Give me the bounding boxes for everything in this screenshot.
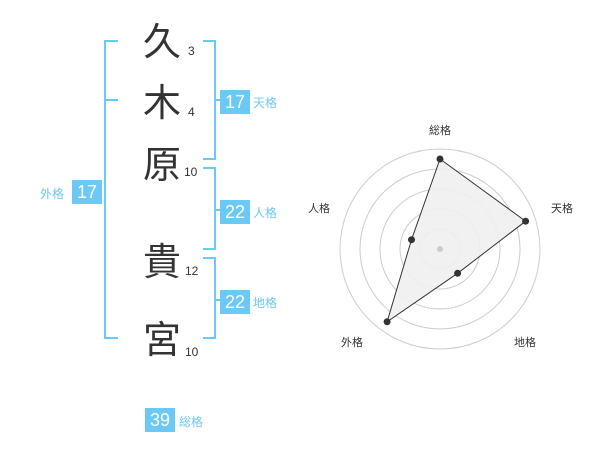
radar-points [383, 155, 530, 326]
radar-polygon [386, 158, 527, 324]
gaikaku-label: 外格 [40, 187, 65, 201]
radar-label-tenkaku: 天格 [551, 201, 573, 215]
radar-point-1 [522, 217, 530, 225]
jinkaku-score: 22 [220, 200, 250, 224]
soukaku-label: 総格 [179, 415, 204, 429]
radar-center-dot [437, 246, 443, 252]
name-char-1: 久 [142, 20, 181, 64]
name-char-5: 宮 [142, 318, 181, 362]
radar-point-3 [383, 318, 391, 326]
chikaku-bracket [203, 257, 216, 339]
name-char-2: 木 [142, 81, 181, 125]
radar-label-soukaku: 総格 [429, 123, 451, 137]
chikaku-score: 22 [220, 290, 250, 314]
radar-label-jinkaku: 人格 [308, 201, 330, 215]
name-char-3: 原 [142, 143, 181, 187]
radar-point-2 [454, 269, 462, 277]
radar-ring-5 [339, 148, 541, 350]
soukaku-score: 39 [145, 408, 175, 432]
radar-label-chikaku: 地格 [514, 335, 536, 349]
jinkaku-bracket [203, 167, 216, 250]
tenkaku-label: 天格 [253, 96, 278, 110]
jinkaku-label: 人格 [253, 206, 278, 220]
name-char-4: 貴 [142, 240, 181, 284]
chikaku-label: 地格 [253, 296, 278, 310]
stroke-count-3: 10 [184, 165, 198, 179]
stroke-count-5: 10 [185, 345, 199, 359]
gaikaku-bracket [104, 40, 118, 339]
radar-point-0 [436, 155, 444, 163]
tenkaku-score: 17 [220, 90, 250, 114]
radar-point-4 [408, 236, 415, 244]
stroke-count-1: 3 [188, 44, 195, 58]
gaikaku-score: 17 [72, 180, 102, 204]
radar-label-gaikaku: 外格 [341, 335, 363, 349]
stroke-count-4: 12 [185, 264, 199, 278]
stroke-count-2: 4 [188, 105, 195, 119]
